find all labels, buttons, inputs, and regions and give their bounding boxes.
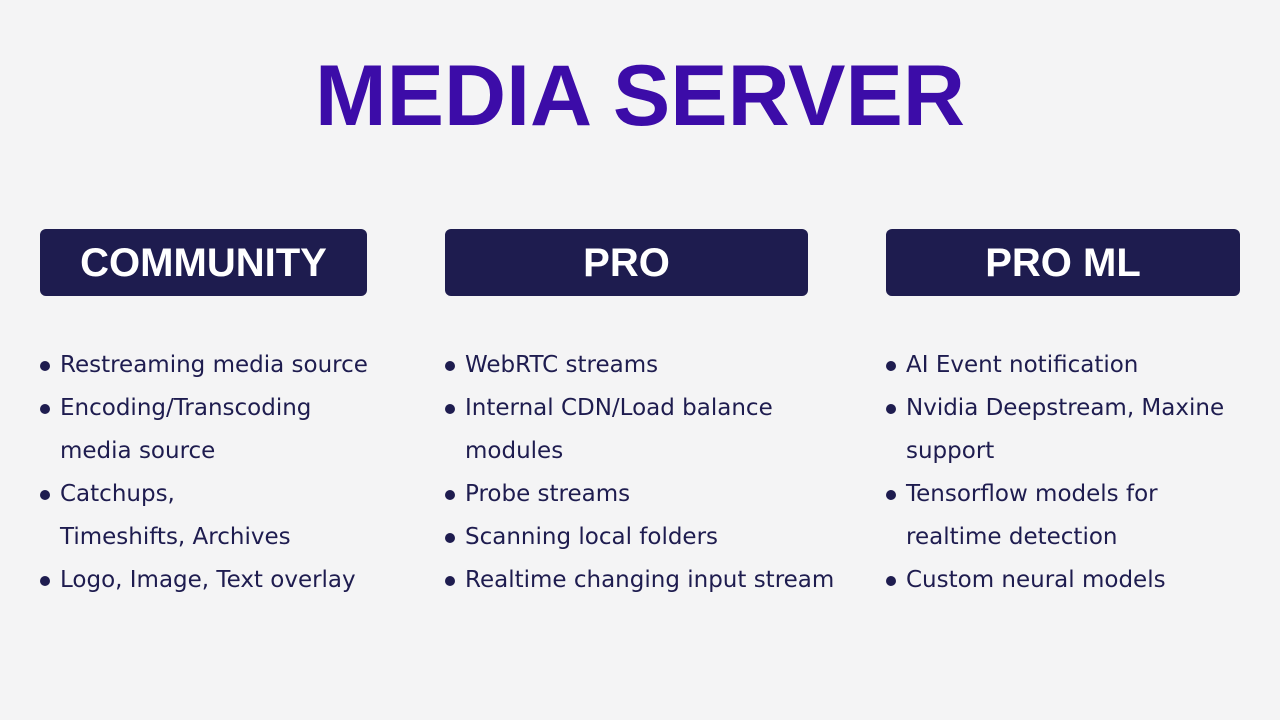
- feature-list-pro-ml: AI Event notification Nvidia Deepstream,…: [886, 344, 1256, 602]
- feature-list-pro: WebRTC streams Internal CDN/Load balance…: [445, 344, 834, 602]
- feature-item: Realtime changing input stream: [445, 559, 834, 602]
- bullet-icon: [445, 404, 455, 414]
- feature-text: Restreaming media source: [60, 352, 368, 378]
- bullet-icon: [886, 576, 896, 586]
- feature-item: Scanning local folders: [445, 516, 815, 559]
- bullet-icon: [445, 490, 455, 500]
- feature-text: AI Event notification: [906, 352, 1139, 378]
- plan-column-community: COMMUNITY Restreaming media source Encod…: [40, 229, 368, 593]
- feature-item: Internal CDN/Load balance modules: [445, 387, 815, 473]
- feature-text: Logo, Image, Text overlay: [60, 567, 356, 593]
- plan-header-pro-ml: PRO ML: [886, 229, 1240, 296]
- bullet-icon: [445, 576, 455, 586]
- plan-column-pro: PRO WebRTC streams Internal CDN/Load bal…: [445, 229, 834, 593]
- feature-text: Custom neural models: [906, 567, 1166, 593]
- feature-item: Probe streams: [445, 473, 815, 516]
- feature-text: WebRTC streams: [465, 352, 659, 378]
- feature-text: Nvidia Deepstream, Maxine support: [906, 395, 1225, 464]
- feature-item: Catchups, Timeshifts, Archives: [40, 473, 385, 559]
- plan-header-pro: PRO: [445, 229, 808, 296]
- feature-item: Nvidia Deepstream, Maxine support: [886, 387, 1256, 473]
- plan-column-pro-ml: PRO ML AI Event notification Nvidia Deep…: [886, 229, 1240, 593]
- plan-header-community: COMMUNITY: [40, 229, 367, 296]
- feature-text: Tensorflow models for realtime detection: [906, 481, 1158, 550]
- feature-text: Catchups, Timeshifts, Archives: [60, 481, 291, 550]
- feature-text: Scanning local folders: [465, 524, 719, 550]
- bullet-icon: [886, 490, 896, 500]
- bullet-icon: [40, 490, 50, 500]
- feature-item: Custom neural models: [886, 559, 1256, 602]
- feature-text: Internal CDN/Load balance modules: [465, 395, 773, 464]
- feature-item: Encoding/Transcoding media source: [40, 387, 385, 473]
- feature-item: Restreaming media source: [40, 344, 385, 387]
- page-title: MEDIA SERVER: [315, 48, 965, 144]
- feature-item: Tensorflow models for realtime detection: [886, 473, 1256, 559]
- feature-text: Probe streams: [465, 481, 631, 507]
- bullet-icon: [445, 361, 455, 371]
- feature-item: AI Event notification: [886, 344, 1256, 387]
- bullet-icon: [886, 404, 896, 414]
- bullet-icon: [40, 404, 50, 414]
- feature-text: Realtime changing input stream: [465, 567, 835, 593]
- feature-text: Encoding/Transcoding media source: [60, 395, 312, 464]
- feature-list-community: Restreaming media source Encoding/Transc…: [40, 344, 385, 602]
- feature-item: WebRTC streams: [445, 344, 815, 387]
- bullet-icon: [886, 361, 896, 371]
- bullet-icon: [445, 533, 455, 543]
- bullet-icon: [40, 361, 50, 371]
- bullet-icon: [40, 576, 50, 586]
- feature-item: Logo, Image, Text overlay: [40, 559, 385, 602]
